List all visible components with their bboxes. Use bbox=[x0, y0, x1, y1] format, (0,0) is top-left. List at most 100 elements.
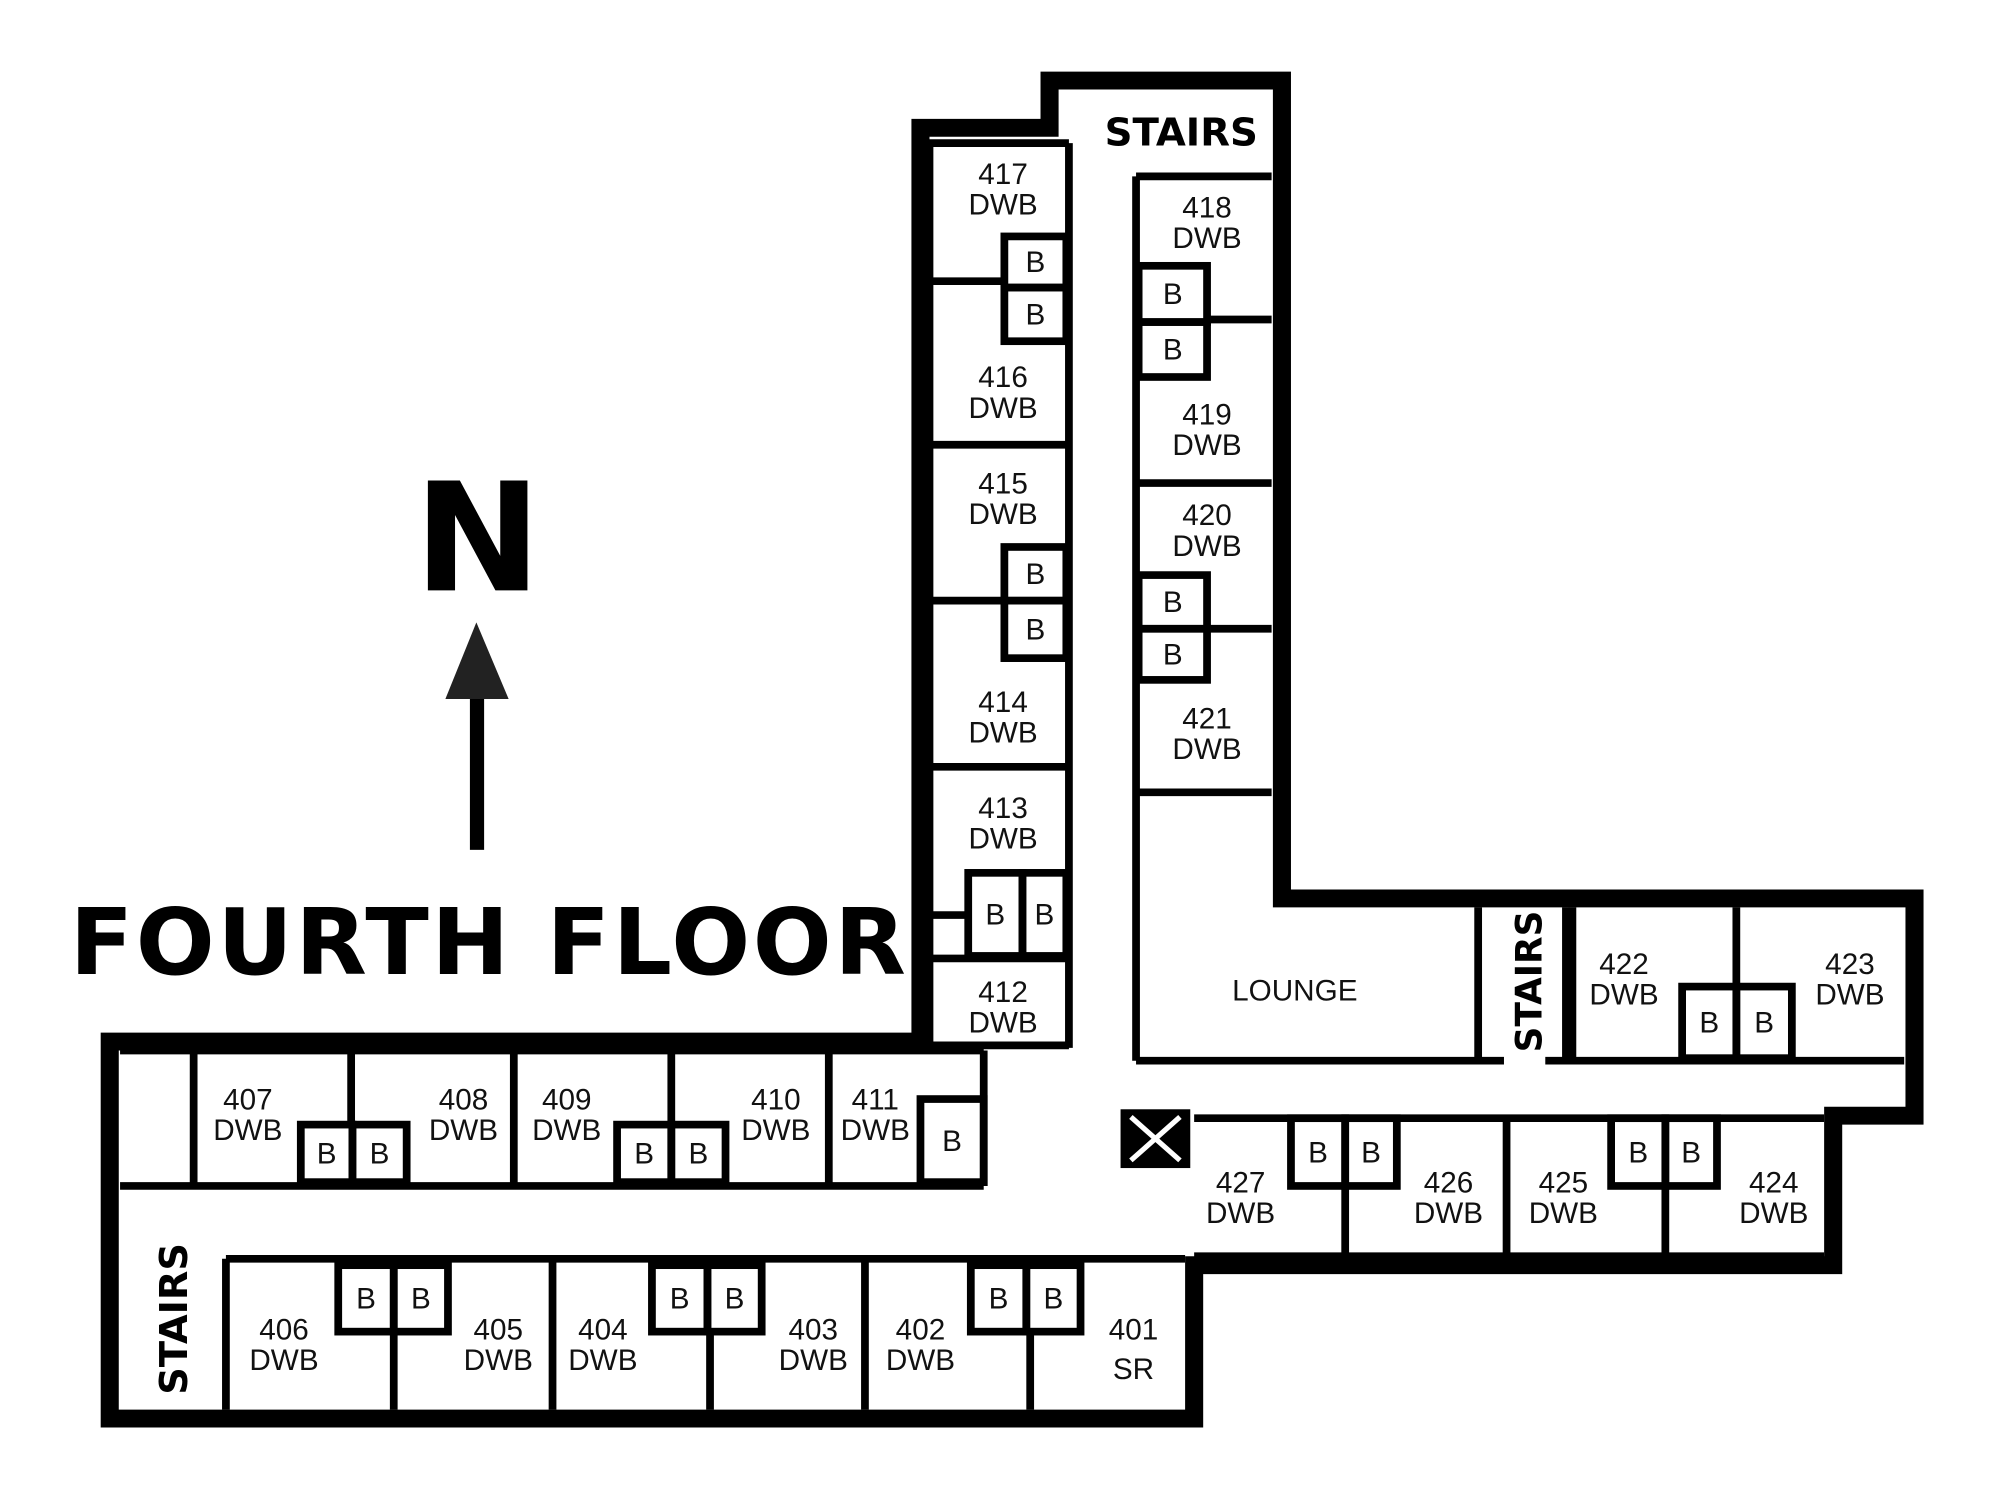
bathroom-label: B bbox=[1034, 899, 1054, 932]
room-number: 412 bbox=[978, 976, 1028, 1009]
bathroom bbox=[1134, 624, 1211, 684]
bathroom-label: B bbox=[725, 1283, 745, 1316]
room-labels: 401SR402DWB403DWB404DWB405DWB406DWB407DW… bbox=[213, 158, 1884, 1386]
bathroom-label: B bbox=[989, 1283, 1009, 1316]
north-arrow-icon bbox=[445, 622, 509, 850]
bathroom bbox=[1022, 1261, 1085, 1336]
room-type: DWB bbox=[968, 823, 1037, 856]
room-type: DWB bbox=[968, 717, 1037, 750]
room-number: 402 bbox=[896, 1313, 946, 1346]
room-type: DWB bbox=[1815, 979, 1884, 1012]
room-number: 421 bbox=[1182, 703, 1232, 736]
bathroom-label: B bbox=[1699, 1007, 1719, 1040]
room-type: DWB bbox=[464, 1344, 533, 1377]
room-number: 426 bbox=[1424, 1166, 1474, 1199]
compass-label: N bbox=[414, 450, 541, 626]
bathroom bbox=[1661, 1114, 1721, 1190]
bathroom-label: B bbox=[689, 1138, 709, 1171]
bathroom bbox=[1018, 869, 1071, 960]
bathroom-label: B bbox=[1163, 586, 1183, 619]
room-type: DWB bbox=[1589, 979, 1658, 1012]
bathroom bbox=[389, 1261, 452, 1336]
room-type: DWB bbox=[429, 1114, 498, 1147]
stairs-label-east: STAIRS bbox=[1509, 911, 1550, 1053]
page-title: FOURTH FLOOR bbox=[70, 888, 909, 995]
bathroom-label: B bbox=[942, 1125, 962, 1158]
bathroom-label: B bbox=[1163, 334, 1183, 367]
bathroom bbox=[1000, 283, 1071, 346]
bathroom-label: B bbox=[370, 1138, 390, 1171]
bathroom-label: B bbox=[1025, 614, 1045, 647]
bathroom-label: B bbox=[670, 1283, 690, 1316]
bathroom bbox=[667, 1120, 730, 1186]
room-type: DWB bbox=[1414, 1197, 1483, 1230]
bathroom-label: B bbox=[1361, 1136, 1381, 1169]
room-type: DWB bbox=[1172, 222, 1241, 255]
room-type: DWB bbox=[1172, 429, 1241, 462]
room-number: 420 bbox=[1182, 499, 1232, 532]
bathroom bbox=[1732, 982, 1796, 1062]
room-type: DWB bbox=[1172, 733, 1241, 766]
room-type: DWB bbox=[213, 1114, 282, 1147]
room-number: 419 bbox=[1182, 398, 1232, 431]
bathroom bbox=[1341, 1114, 1401, 1190]
room-number: 403 bbox=[789, 1313, 839, 1346]
room-type: DWB bbox=[532, 1114, 601, 1147]
room-number: 407 bbox=[223, 1083, 273, 1116]
bathroom-label: B bbox=[1025, 246, 1045, 279]
room-type: DWB bbox=[886, 1344, 955, 1377]
lounge-label: LOUNGE bbox=[1232, 975, 1357, 1008]
room-number: 424 bbox=[1749, 1166, 1799, 1199]
bathroom-label: B bbox=[1025, 558, 1045, 591]
bathroom bbox=[1000, 596, 1071, 662]
room-number: 427 bbox=[1216, 1166, 1266, 1199]
bathroom-label: B bbox=[1044, 1283, 1064, 1316]
room-number: 422 bbox=[1599, 948, 1649, 981]
room-type: DWB bbox=[1172, 530, 1241, 563]
bathroom-label: B bbox=[1163, 278, 1183, 311]
room-number: 404 bbox=[578, 1313, 628, 1346]
room-type: DWB bbox=[968, 498, 1037, 531]
room-type: DWB bbox=[968, 1007, 1037, 1040]
room-number: 411 bbox=[852, 1083, 899, 1116]
room-number: 418 bbox=[1182, 191, 1232, 224]
bathroom-label: B bbox=[634, 1138, 654, 1171]
bathroom bbox=[348, 1120, 411, 1186]
bathroom-label: B bbox=[1163, 639, 1183, 672]
room-type: DWB bbox=[1739, 1197, 1808, 1230]
bathroom bbox=[1134, 318, 1211, 381]
elevator-x-icon bbox=[1129, 1115, 1182, 1163]
room-number: 401 bbox=[1109, 1313, 1159, 1346]
room-type: DWB bbox=[249, 1344, 318, 1377]
bathroom bbox=[916, 1095, 988, 1186]
room-number: 425 bbox=[1539, 1166, 1589, 1199]
